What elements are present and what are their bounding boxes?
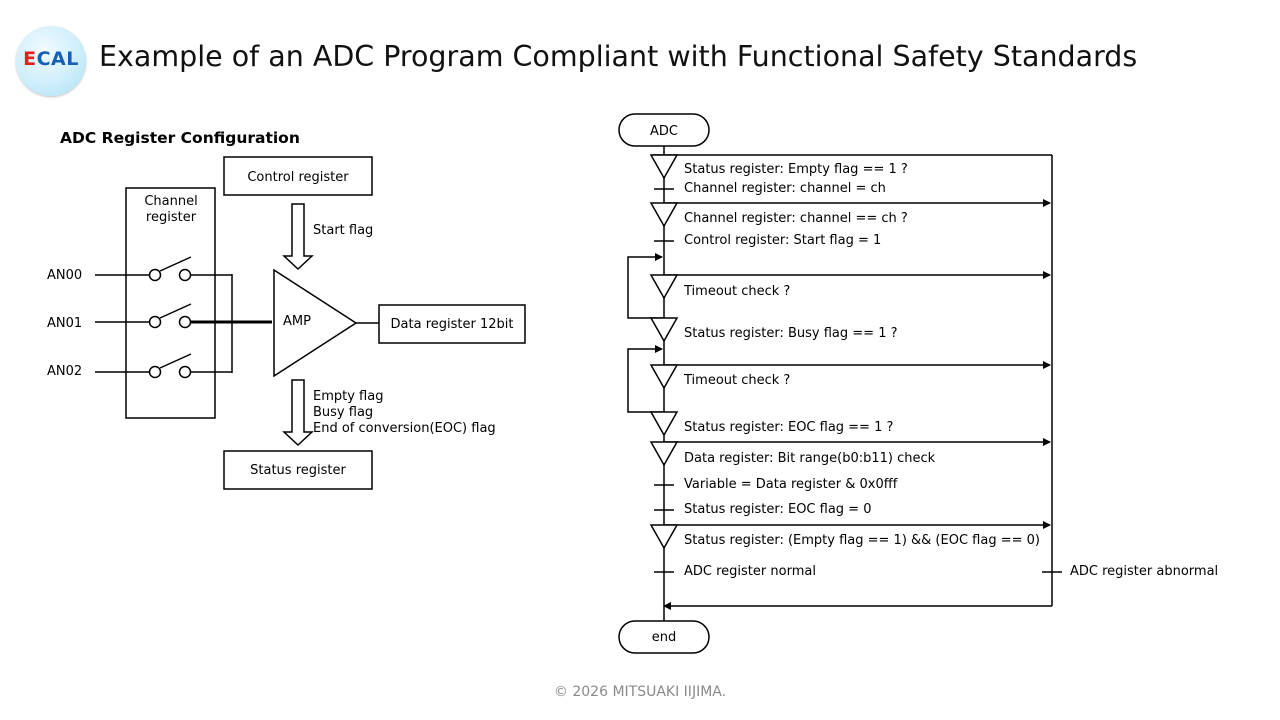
- busy-wait-loop-arrow: [627, 253, 664, 319]
- decision-marker-3: [649, 274, 679, 300]
- data-register-box: [378, 304, 526, 344]
- empty-flag-label: Empty flag: [313, 389, 383, 404]
- logo-letter-l: L: [66, 48, 79, 70]
- decision-marker-1: [649, 154, 679, 180]
- busy-flag-label: Busy flag: [313, 405, 373, 420]
- control-register-label: Control register: [247, 170, 349, 185]
- input-an00-label: AN00: [47, 268, 82, 283]
- logo-letter-e: E: [23, 48, 37, 70]
- flow-step-6: Status register: Busy flag == 1 ?: [684, 326, 898, 341]
- channel-register-label-line1: Channel: [144, 194, 197, 209]
- flow-step-9: Data register: Bit range(b0:b11) check: [684, 451, 936, 466]
- data-register-label: Data register 12bit: [391, 317, 514, 332]
- decision-marker-6: [649, 411, 679, 437]
- switch-an00: [95, 256, 232, 282]
- start-flag-label: Start flag: [313, 223, 373, 238]
- logo-text: ECAL: [16, 48, 86, 70]
- flow-step-1: Status register: Empty flag == 1 ?: [684, 162, 908, 177]
- register-config-heading: ADC Register Configuration: [60, 129, 300, 147]
- logo-letter-a: A: [51, 48, 67, 70]
- decision-marker-7: [649, 441, 679, 467]
- decision-marker-2: [649, 202, 679, 228]
- amp-label: AMP: [283, 314, 311, 329]
- switch-an01: [95, 303, 272, 329]
- start-flag-arrow: [282, 203, 314, 271]
- flow-end-label: end: [652, 630, 677, 645]
- status-register-label: Status register: [250, 463, 346, 478]
- input-an02-label: AN02: [47, 364, 82, 379]
- channel-register-box: [125, 187, 216, 419]
- input-an01-label: AN01: [47, 316, 82, 331]
- status-register-box: [223, 450, 373, 490]
- flow-abnormal-label: ADC register abnormal: [1070, 564, 1218, 579]
- flow-step-7: Timeout check ?: [683, 373, 790, 388]
- ecal-logo: ECAL: [16, 26, 86, 96]
- control-register-box: [223, 156, 373, 196]
- flow-step-3: Channel register: channel == ch ?: [684, 211, 908, 226]
- status-flags-arrow: [282, 379, 314, 447]
- channel-register-label-line2: register: [146, 210, 197, 225]
- decision-marker-4: [649, 317, 679, 343]
- flow-end-terminator: [618, 620, 710, 654]
- flow-start-label: ADC: [650, 124, 678, 139]
- amp-triangle: [273, 268, 358, 378]
- flow-step-8: Status register: EOC flag == 1 ?: [684, 420, 893, 435]
- flow-step-2: Channel register: channel = ch: [684, 181, 886, 196]
- switch-an02: [95, 353, 232, 379]
- copyright-footer: © 2026 MITSUAKI IIJIMA.: [553, 684, 727, 700]
- eoc-flag-label: End of conversion(EOC) flag: [313, 421, 496, 436]
- flow-step-12: Status register: (Empty flag == 1) && (E…: [684, 533, 1040, 548]
- flow-step-13: ADC register normal: [684, 564, 816, 579]
- flow-step-4: Control register: Start flag = 1: [684, 233, 881, 248]
- flow-step-5: Timeout check ?: [683, 284, 790, 299]
- eoc-wait-loop-arrow: [627, 345, 664, 413]
- flow-step-11: Status register: EOC flag = 0: [684, 502, 871, 517]
- slide-title: Example of an ADC Program Compliant with…: [99, 40, 1138, 73]
- decision-marker-8: [649, 524, 679, 550]
- decision-marker-5: [649, 364, 679, 390]
- logo-letter-c: C: [36, 48, 52, 70]
- flow-step-10: Variable = Data register & 0x0fff: [684, 477, 898, 492]
